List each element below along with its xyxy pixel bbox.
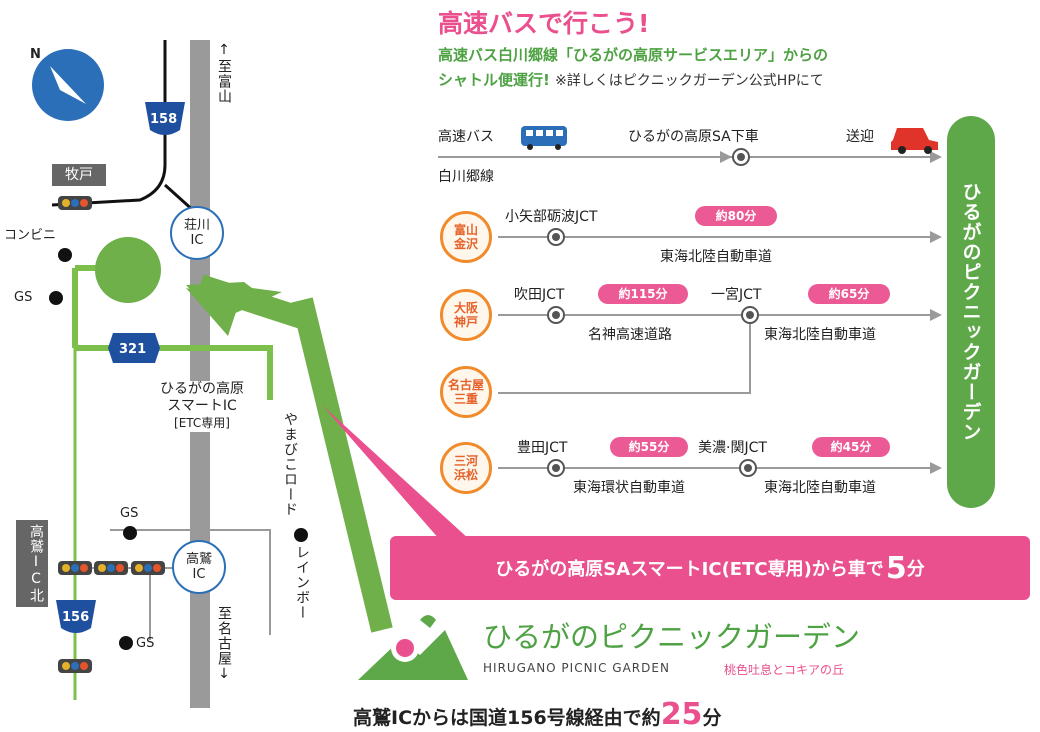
brand-name: ひるがのピクニックガーデン	[483, 620, 861, 654]
svg-text:158: 158	[150, 112, 177, 127]
gs-label: GS	[120, 506, 139, 521]
route-158-road	[51, 40, 167, 207]
yamabiko-road-label: やまびこロード	[282, 412, 298, 517]
gas-station-marker	[119, 636, 133, 650]
route-arrowheads	[720, 151, 942, 474]
shuttle-note: ※詳しくはピクニックガーデン公式HPにて	[555, 73, 824, 89]
origin-nagoya-mie: 名古屋三重	[440, 366, 492, 418]
gs-label: GS	[14, 290, 33, 305]
route-arrow-shaft	[291, 297, 393, 633]
bus-icon	[521, 126, 567, 150]
origin-toyama-kanazawa: 富山金沢	[440, 211, 492, 263]
gas-station-marker	[123, 526, 137, 540]
road-label: 東海北陸自動車道	[764, 480, 876, 496]
rainbow-label: レインボー	[294, 545, 310, 620]
origin-mikawa-hamamatsu: 三河浜松	[440, 442, 492, 494]
route-321-shield: 321	[108, 333, 160, 363]
garden-location-marker	[95, 237, 161, 303]
road-label: 東海北陸自動車道	[660, 249, 772, 265]
subheadline-2: シャトル便運行! ※詳しくはピクニックガーデン公式HPにて	[438, 69, 824, 90]
junction-markers	[547, 148, 759, 477]
jct-label: 豊田JCT	[517, 440, 568, 456]
svg-text:156: 156	[62, 610, 89, 625]
jct-label: 美濃·関JCT	[698, 440, 767, 456]
expressway-road	[190, 40, 210, 708]
time-badge: 約115分	[598, 284, 688, 304]
destination-bar: ひるがのピクニックガーデン	[947, 116, 995, 508]
traffic-light-icon	[58, 196, 92, 210]
destination-label: ひるがのピクニックガーデン	[959, 182, 982, 442]
road-label: 東海北陸自動車道	[764, 327, 876, 343]
traffic-light-icon	[131, 561, 165, 575]
svg-text:321: 321	[119, 342, 146, 357]
callout-pointer	[322, 405, 470, 540]
brand-tagline: 桃色吐息とコキアの丘	[724, 663, 845, 677]
car-icon	[891, 128, 938, 154]
footer-note: 高鷲ICからは国道156号線経由で約25分	[353, 697, 722, 732]
time-badge: 約55分	[610, 437, 688, 457]
gas-station-marker	[49, 291, 63, 305]
time-badge: 約80分	[695, 206, 777, 226]
smart-ic-label: ひるがの高原 スマートIC [ETC専用]	[142, 381, 262, 432]
shuttle-text: シャトル便運行!	[438, 71, 550, 89]
gs-label: GS	[136, 636, 155, 651]
local-roads	[80, 529, 271, 640]
bus-start-label: 高速バス	[438, 129, 494, 145]
takasu-ic-north-label: 高鷲IC北	[16, 520, 48, 607]
garden-logo-icon	[358, 615, 468, 680]
brand-english: HIRUGANO PICNIC GARDEN	[483, 661, 670, 675]
traffic-light-icon	[58, 561, 92, 575]
time-badge: 約45分	[812, 437, 890, 457]
banner-unit: 分	[906, 559, 925, 580]
north-label: N	[30, 47, 41, 62]
headline: 高速バスで行こう!	[438, 9, 650, 38]
traffic-light-icon	[58, 659, 92, 673]
bus-stop-label: ひるがの高原SA下車	[628, 129, 759, 145]
origin-osaka-kobe: 大阪神戸	[440, 289, 492, 341]
bus-line-label: 白川郷線	[438, 169, 494, 185]
to-nagoya-label: 至名古屋↓	[216, 606, 232, 683]
traffic-light-icon	[94, 561, 128, 575]
banner-text: ひるがの高原SAスマートIC(ETC専用)から車で	[495, 559, 884, 580]
to-toyama-label: ↑至富山	[216, 42, 232, 104]
footer-number: 25	[660, 697, 703, 732]
jct-label: 小矢部砺波JCT	[505, 209, 598, 225]
subheadline-1: 高速バス白川郷線「ひるがの高原サービスエリア」からの	[438, 46, 829, 64]
smart-ic-banner: ひるがの高原SAスマートIC(ETC専用)から車で 5 分	[390, 536, 1030, 600]
jct-label: 一宮JCT	[711, 287, 762, 303]
route-156-shield: 156	[56, 600, 96, 633]
transfer-label: 送迎	[846, 129, 874, 145]
time-badge: 約65分	[808, 284, 890, 304]
route-158-shield: 158	[145, 102, 185, 135]
convenience-store-marker	[58, 248, 72, 262]
convenience-label: コンビニ	[4, 228, 57, 243]
route-lines	[438, 156, 930, 469]
road-label: 東海環状自動車道	[573, 480, 685, 496]
makido-label: 牧戸	[52, 164, 106, 186]
rainbow-road-marker	[294, 528, 308, 542]
jct-label: 吹田JCT	[514, 287, 565, 303]
route-arrow-head	[186, 288, 240, 336]
banner-number: 5	[885, 550, 907, 586]
road-label: 名神高速道路	[588, 327, 672, 343]
